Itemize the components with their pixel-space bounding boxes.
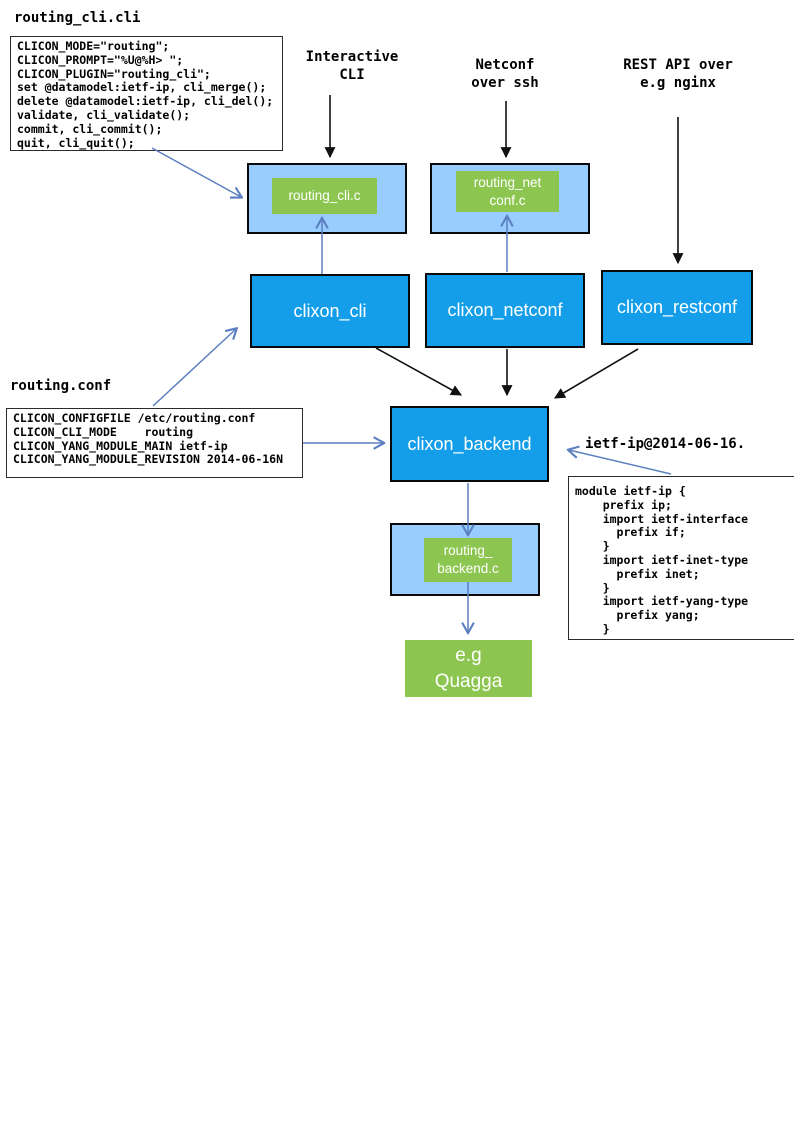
label-interactive-cli: Interactive CLI [305, 49, 399, 83]
arrow-yang-to-backend [569, 450, 672, 475]
plugin-routing-cli-c: routing_cli.c [272, 178, 377, 214]
node-quagga: e.g Quagga [405, 640, 532, 697]
plugin-routing-backend-c: routing_ backend.c [424, 538, 512, 582]
routing-conf-code-box: CLICON_CONFIGFILE /etc/routing.conf CLIC… [6, 408, 303, 478]
label-netconf-over-ssh: Netconf over ssh [471, 57, 539, 91]
node-clixon-restconf: clixon_restconf [601, 270, 753, 345]
arrow-clifile-to-cliplugin [151, 147, 241, 197]
yang-file-title: ietf-ip@2014-06-16. [585, 436, 746, 452]
routing-conf-code: CLICON_CONFIGFILE /etc/routing.conf CLIC… [13, 411, 284, 467]
routing-cli-code-box: CLICON_MODE="routing"; CLICON_PROMPT="%U… [10, 36, 283, 151]
routing-cli-code: CLICON_MODE="routing"; CLICON_PROMPT="%U… [17, 39, 274, 150]
arrow-conf-to-clixoncli [152, 329, 236, 407]
plugin-routing-netconf-c: routing_net conf.c [456, 171, 559, 212]
arrow-cli-to-backend [375, 347, 462, 396]
yang-code: module ietf-ip { prefix ip; import ietf-… [575, 484, 749, 636]
node-clixon-netconf: clixon_netconf [425, 273, 585, 348]
node-clixon-backend: clixon_backend [390, 406, 549, 482]
routing-cli-file-title: routing_cli.cli [14, 10, 141, 26]
label-rest-api-nginx: REST API over e.g nginx [623, 57, 733, 91]
yang-code-box: module ietf-ip { prefix ip; import ietf-… [568, 476, 794, 640]
routing-conf-file-title: routing.conf [10, 378, 112, 394]
node-clixon-cli: clixon_cli [250, 274, 410, 348]
arrow-restconf-to-backend [554, 348, 639, 399]
